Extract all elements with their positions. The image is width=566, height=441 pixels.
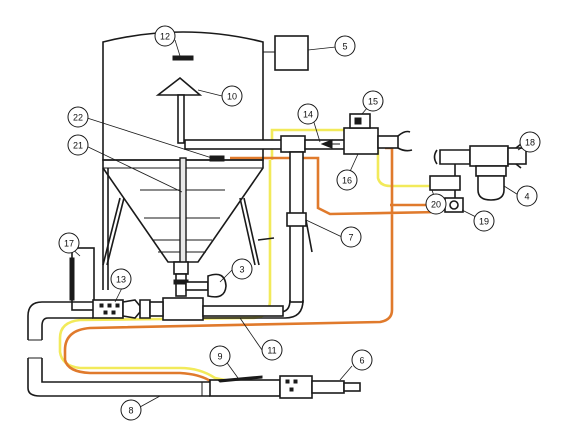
air-supply-line bbox=[184, 113, 413, 319]
storage-tank bbox=[102, 31, 275, 290]
callout-circle bbox=[336, 169, 358, 191]
callout-14: 14 bbox=[297, 103, 319, 125]
callout-circle bbox=[519, 131, 541, 153]
level-sensor bbox=[209, 155, 225, 162]
side-panel bbox=[71, 247, 95, 311]
callout-circle bbox=[209, 345, 231, 367]
callout-number: 18 bbox=[525, 138, 535, 148]
callout-number: 5 bbox=[342, 42, 347, 52]
callout-number: 7 bbox=[348, 233, 353, 243]
callout-17: 17 bbox=[58, 232, 80, 254]
callout-circle bbox=[362, 90, 384, 112]
callout-number: 14 bbox=[303, 110, 313, 120]
vertical-pipe bbox=[289, 151, 304, 303]
ball-valve bbox=[286, 212, 307, 227]
callout-number: 9 bbox=[217, 352, 222, 362]
callout-circle bbox=[120, 399, 142, 421]
vent-pipe bbox=[177, 94, 185, 144]
callout-7: 7 bbox=[340, 226, 362, 248]
control-box bbox=[263, 35, 309, 71]
callout-15: 15 bbox=[362, 90, 384, 112]
callout-circle bbox=[516, 185, 538, 207]
callout-number: 4 bbox=[524, 192, 529, 202]
callout-circle bbox=[334, 35, 356, 57]
solenoid-valve-body bbox=[343, 127, 379, 155]
orange-air-hose bbox=[63, 146, 441, 388]
discharge-valve-handle bbox=[207, 273, 227, 298]
callout-20: 20 bbox=[425, 193, 447, 215]
filter-bowl bbox=[477, 175, 505, 201]
callout-circle bbox=[221, 85, 243, 107]
callout-number: 15 bbox=[368, 97, 378, 107]
callout-circle bbox=[67, 106, 89, 128]
callout-number: 17 bbox=[64, 239, 74, 249]
material-hose bbox=[27, 357, 210, 397]
callout-number: 19 bbox=[479, 217, 489, 227]
vent-cap bbox=[155, 76, 203, 96]
callout-number: 3 bbox=[239, 265, 244, 275]
lid-handle bbox=[172, 55, 194, 61]
callout-circle bbox=[231, 258, 253, 280]
callout-number: 11 bbox=[267, 346, 276, 356]
pressure-regulator bbox=[429, 175, 461, 191]
callout-19: 19 bbox=[473, 210, 495, 232]
callout-circle bbox=[351, 349, 373, 371]
callout-5: 5 bbox=[334, 35, 356, 57]
callout-number: 16 bbox=[342, 176, 352, 186]
callout-3: 3 bbox=[231, 258, 253, 280]
trigger-lever bbox=[216, 375, 263, 383]
callout-18: 18 bbox=[519, 131, 541, 153]
air-inlet-coupling bbox=[507, 147, 527, 165]
callout-22: 22 bbox=[67, 106, 89, 128]
callout-circle bbox=[67, 134, 89, 156]
callout-circle bbox=[425, 193, 447, 215]
callout-21: 21 bbox=[67, 134, 89, 156]
callout-12: 12 bbox=[154, 25, 176, 47]
agitator-shaft bbox=[179, 157, 187, 267]
callout-6: 6 bbox=[351, 349, 373, 371]
callout-number: 22 bbox=[73, 113, 83, 123]
hose-coupling-left bbox=[27, 247, 164, 341]
callout-4: 4 bbox=[516, 185, 538, 207]
callout-bubbles: 3 4 5 6 7 8 9 10 11 12 13 14 15 16 17 18 19 20 21 22 bbox=[58, 25, 541, 421]
callout-circle bbox=[473, 210, 495, 232]
callout-circle bbox=[297, 103, 319, 125]
callout-number: 8 bbox=[128, 406, 133, 416]
callout-number: 6 bbox=[359, 356, 364, 366]
callout-9: 9 bbox=[209, 345, 231, 367]
callout-number: 12 bbox=[160, 32, 170, 42]
spray-lance bbox=[209, 375, 361, 399]
callout-number: 21 bbox=[73, 141, 83, 151]
callout-16: 16 bbox=[336, 169, 358, 191]
callout-11: 11 bbox=[261, 339, 283, 361]
callout-8: 8 bbox=[120, 399, 142, 421]
callout-circle bbox=[340, 226, 362, 248]
discharge-assembly bbox=[162, 261, 284, 321]
callout-10: 10 bbox=[221, 85, 243, 107]
callout-number: 20 bbox=[431, 200, 441, 210]
callout-circle bbox=[261, 339, 283, 361]
callout-number: 10 bbox=[227, 92, 237, 102]
callout-circle bbox=[58, 232, 80, 254]
callout-circle bbox=[154, 25, 176, 47]
callout-13: 13 bbox=[110, 268, 132, 290]
callout-number: 13 bbox=[116, 275, 126, 285]
callout-circle bbox=[110, 268, 132, 290]
